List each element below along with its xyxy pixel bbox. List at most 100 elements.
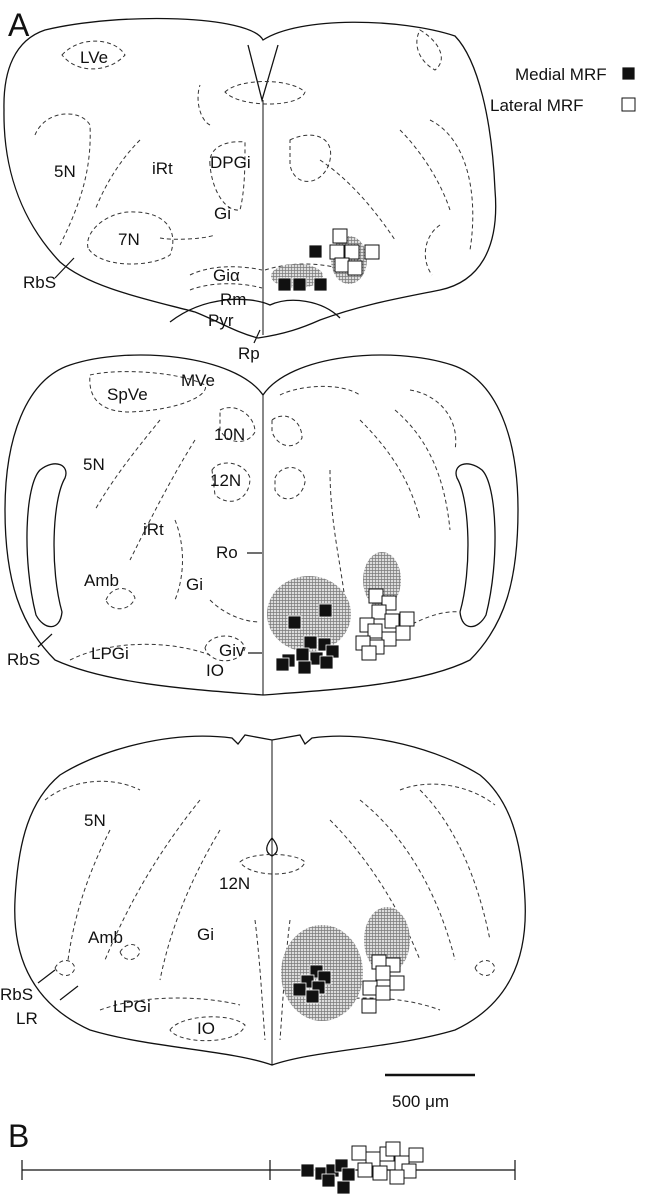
label-10n: 10N — [214, 425, 245, 444]
label-spve: SpVe — [107, 385, 148, 404]
section-middle: SpVe MVe 10N 5N 12N iRt Ro Amb Gi Giv Rb… — [4, 354, 519, 696]
section-middle-medial-zone — [267, 576, 351, 652]
lateral-marker — [351, 1145, 367, 1161]
label-gi-bottom: Gi — [197, 925, 214, 944]
lateral-marker — [381, 631, 397, 647]
label-rm: Rm — [220, 290, 246, 309]
label-io-middle: IO — [206, 661, 224, 680]
medial-marker — [300, 1163, 315, 1178]
panel-b-lateral-markers — [351, 1141, 424, 1185]
medial-marker — [275, 657, 290, 672]
panel-b-label: B — [8, 1118, 29, 1154]
lateral-marker — [375, 965, 391, 981]
lateral-marker — [361, 998, 377, 1014]
label-rp: Rp — [238, 344, 260, 363]
medial-marker — [297, 660, 312, 675]
rp-leader — [253, 329, 261, 344]
section-bottom-lateral-markers — [361, 954, 405, 1014]
lr-leader — [59, 985, 79, 1001]
lateral-marker — [334, 257, 350, 273]
medial-marker — [292, 277, 307, 292]
label-giv: Giv — [219, 641, 245, 660]
lateral-marker — [347, 260, 363, 276]
medial-marker — [305, 989, 320, 1004]
lateral-marker — [389, 975, 405, 991]
label-gi-middle: Gi — [186, 575, 203, 594]
label-gi: Gi — [214, 204, 231, 223]
lateral-marker — [357, 1162, 373, 1178]
medial-marker — [277, 277, 292, 292]
label-irt-middle: iRt — [143, 520, 164, 539]
legend: Medial MRF Lateral MRF — [490, 65, 636, 115]
panel-b-axis — [21, 1141, 516, 1195]
scale-bar-label: 500 μm — [392, 1092, 449, 1111]
lateral-marker — [371, 604, 387, 620]
section-middle-medial-markers — [275, 603, 340, 675]
label-rbs: RbS — [23, 273, 56, 292]
lateral-marker — [362, 980, 378, 996]
lateral-marker — [361, 645, 377, 661]
medial-marker — [336, 1180, 351, 1195]
rbs-bottom-leader — [37, 969, 56, 984]
label-ro: Ro — [216, 543, 238, 562]
medial-marker — [319, 655, 334, 670]
label-5n-middle: 5N — [83, 455, 105, 474]
section-top: LVe 5N iRt DPGi Gi 7N Giα RbS Rm Pyr Rp — [3, 17, 497, 363]
lateral-marker — [375, 985, 391, 1001]
legend-lateral-marker — [621, 97, 636, 112]
medial-marker — [308, 244, 323, 259]
section-top-outline — [3, 17, 497, 339]
lateral-marker — [384, 613, 400, 629]
section-bottom-outline — [14, 734, 526, 1066]
lateral-marker — [385, 1141, 401, 1157]
label-5n-bottom: 5N — [84, 811, 106, 830]
medial-marker — [292, 982, 307, 997]
legend-medial-label: Medial MRF — [515, 65, 607, 84]
lateral-marker — [332, 228, 348, 244]
lateral-marker — [368, 588, 384, 604]
medial-marker — [287, 615, 302, 630]
lateral-marker — [367, 623, 383, 639]
scale-bar: 500 μm — [385, 1073, 475, 1111]
medial-marker — [318, 603, 333, 618]
section-bottom-medial-markers — [292, 964, 332, 1004]
lateral-marker — [329, 244, 345, 260]
lateral-marker — [408, 1147, 424, 1163]
medial-marker — [303, 635, 318, 650]
section-top-medial-markers — [277, 244, 328, 292]
label-irt: iRt — [152, 159, 173, 178]
lateral-marker — [364, 244, 380, 260]
label-12n-middle: 12N — [210, 471, 241, 490]
label-mve: MVe — [181, 371, 215, 390]
label-lpgi-middle: LPGi — [91, 644, 129, 663]
lateral-marker — [399, 611, 415, 627]
label-dpgi: DPGi — [210, 153, 251, 172]
label-pyr: Pyr — [208, 311, 234, 330]
label-5n: 5N — [54, 162, 76, 181]
label-rbs-middle: RbS — [7, 650, 40, 669]
section-top-pyramid — [169, 298, 341, 323]
lateral-marker — [344, 244, 360, 260]
label-lpgi-bottom: LPGi — [113, 997, 151, 1016]
section-top-notch — [247, 44, 279, 103]
label-7n: 7N — [118, 230, 140, 249]
rbs-leader — [54, 257, 75, 279]
section-middle-lateral-markers — [355, 588, 415, 661]
medial-marker — [321, 1173, 336, 1188]
panel-a-label: A — [8, 7, 30, 43]
label-lr: LR — [16, 1009, 38, 1028]
label-rbs-bottom: RbS — [0, 985, 33, 1004]
panel-b-medial-markers — [300, 1158, 356, 1195]
section-top-lateral-markers — [329, 228, 380, 276]
label-amb-bottom: Amb — [88, 928, 123, 947]
lateral-marker — [372, 1165, 388, 1181]
medial-marker — [295, 647, 310, 662]
label-lve: LVe — [80, 48, 108, 67]
lateral-marker — [389, 1169, 405, 1185]
label-12n-bottom: 12N — [219, 874, 250, 893]
legend-medial-marker — [621, 66, 636, 81]
legend-lateral-label: Lateral MRF — [490, 96, 584, 115]
medial-marker — [313, 277, 328, 292]
rbs-middle-leader — [37, 633, 53, 648]
